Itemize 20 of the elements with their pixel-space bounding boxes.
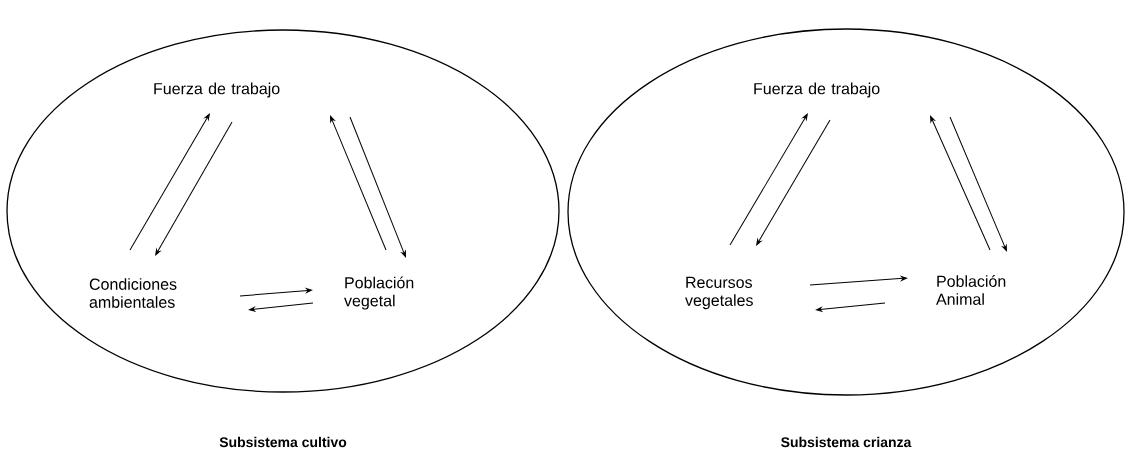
arrow bbox=[930, 115, 991, 251]
arrow bbox=[129, 113, 210, 251]
arrow bbox=[815, 302, 886, 312]
arrow bbox=[330, 115, 387, 251]
node-label: Fuerza de trabajo bbox=[754, 82, 880, 98]
arrow bbox=[809, 276, 908, 286]
arrow bbox=[756, 119, 831, 246]
node-label: Condiciones ambientales bbox=[89, 278, 177, 308]
arrow bbox=[349, 116, 406, 258]
arrow bbox=[155, 121, 233, 256]
arrow bbox=[729, 113, 808, 246]
node-label: Fuerza de trabajo bbox=[154, 82, 280, 98]
arrow bbox=[949, 116, 1007, 252]
heading: Subsistema crianza bbox=[781, 436, 912, 448]
node-label: Población Animal bbox=[936, 275, 1006, 305]
node-label: Población vegetal bbox=[344, 276, 414, 310]
node-label: Recursos vegetales bbox=[685, 276, 753, 310]
heading: Subsistema cultivo bbox=[219, 436, 347, 448]
arrow bbox=[248, 302, 314, 312]
arrow bbox=[239, 288, 313, 297]
